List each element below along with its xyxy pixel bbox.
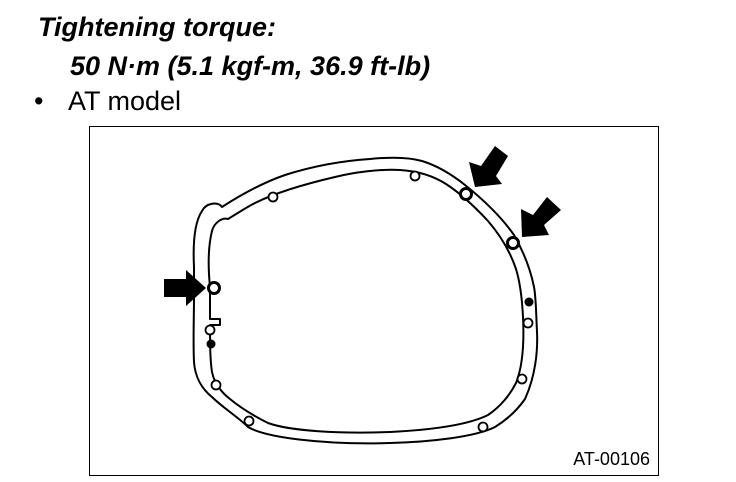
bolt-hole xyxy=(516,373,528,385)
indicated-bolt xyxy=(459,187,473,201)
indicated-bolt xyxy=(506,236,520,250)
bolt-hole xyxy=(477,421,489,433)
model-bullet-item: • AT model xyxy=(34,84,181,118)
dowel-pin xyxy=(524,297,534,307)
arrow-icon xyxy=(164,270,206,306)
bolt-hole xyxy=(522,317,534,329)
gasket-inner-outline xyxy=(207,168,525,434)
arrow-icon xyxy=(521,197,561,237)
model-label: AT model xyxy=(68,86,182,116)
figure-code: AT-00106 xyxy=(573,449,650,469)
indicated-bolt xyxy=(207,281,221,295)
gasket-figure: AT-00106 xyxy=(89,126,659,476)
bullet-symbol: • xyxy=(34,86,44,116)
bolt-hole xyxy=(409,170,421,182)
bolt-hole xyxy=(243,415,255,427)
bolt-hole xyxy=(210,379,222,391)
torque-heading: Tightening torque: xyxy=(38,12,276,42)
dowel-pin xyxy=(206,339,216,349)
gasket-diagram xyxy=(164,146,561,445)
arrow-icon xyxy=(469,146,508,187)
gasket-outer-outline xyxy=(192,156,539,445)
bolt-hole xyxy=(204,324,216,336)
bolt-hole xyxy=(267,191,279,203)
torque-value: 50 N·m (5.1 kgf-m, 36.9 ft-lb) xyxy=(70,51,431,81)
